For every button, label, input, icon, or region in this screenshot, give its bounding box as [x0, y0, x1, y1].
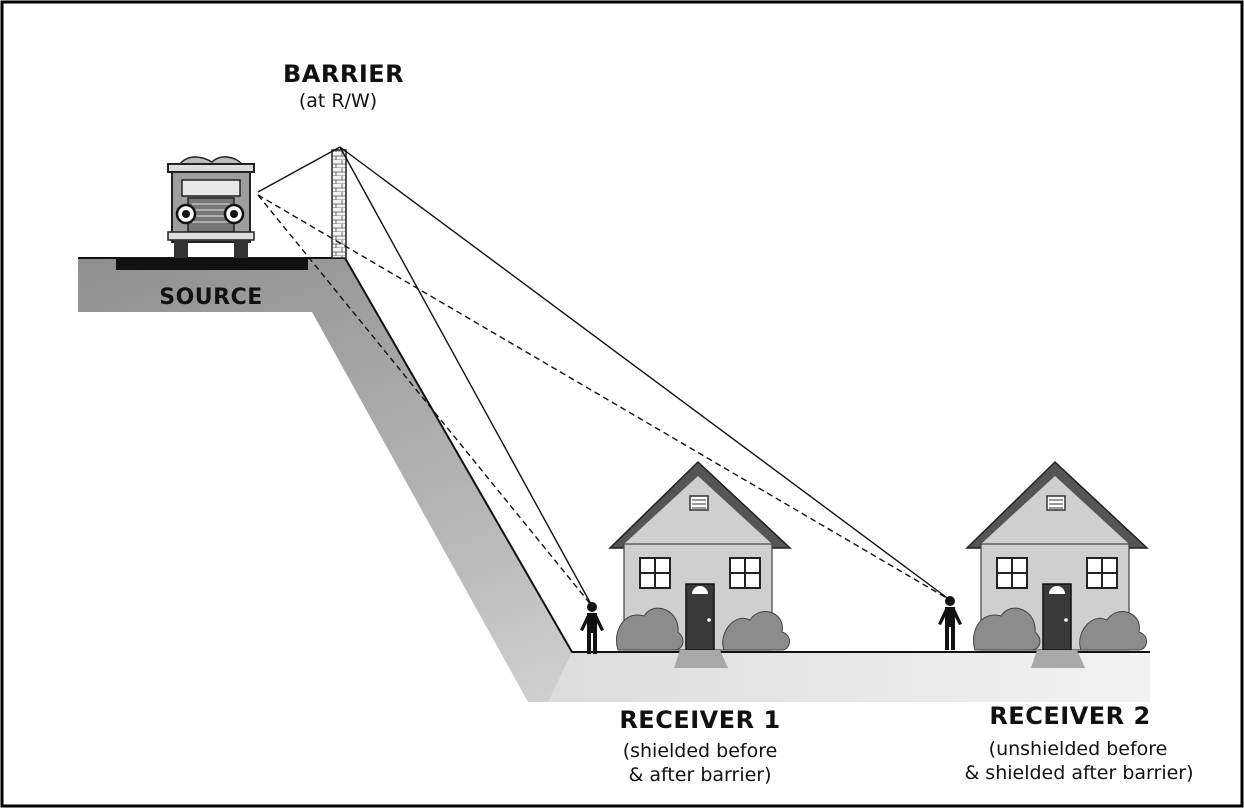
receiver-2-line-1: (unshielded before [988, 738, 1168, 760]
receiver-1-line-2: & after barrier) [628, 764, 772, 786]
house-1 [608, 460, 792, 668]
pre-barrier-path-receiver-2 [257, 194, 951, 601]
barrier-subtitle: (at R/W) [298, 90, 378, 112]
barrier-wall [331, 149, 347, 259]
embankment-slope [78, 258, 1150, 702]
truck-icon [167, 156, 255, 258]
house-2 [965, 460, 1149, 668]
receiver-1-line-1: (shielded before [622, 740, 778, 762]
direct-path-to-barrier [257, 146, 341, 193]
source-label: SOURCE [159, 285, 263, 310]
barrier-title: BARRIER [283, 60, 405, 88]
sound-paths [257, 146, 951, 607]
road-surface [116, 258, 308, 270]
receiver-2-title: RECEIVER 2 [989, 702, 1151, 730]
receiver-1-title: RECEIVER 1 [619, 706, 781, 734]
person-icon-receiver-1 [580, 602, 604, 654]
diffracted-path-receiver-1 [339, 146, 593, 607]
pre-barrier-path-receiver-1 [257, 194, 593, 607]
person-icon-receiver-2 [938, 596, 962, 650]
receiver-2-line-2: & shielded after barrier) [964, 762, 1194, 784]
diffracted-path-receiver-2 [339, 146, 951, 601]
